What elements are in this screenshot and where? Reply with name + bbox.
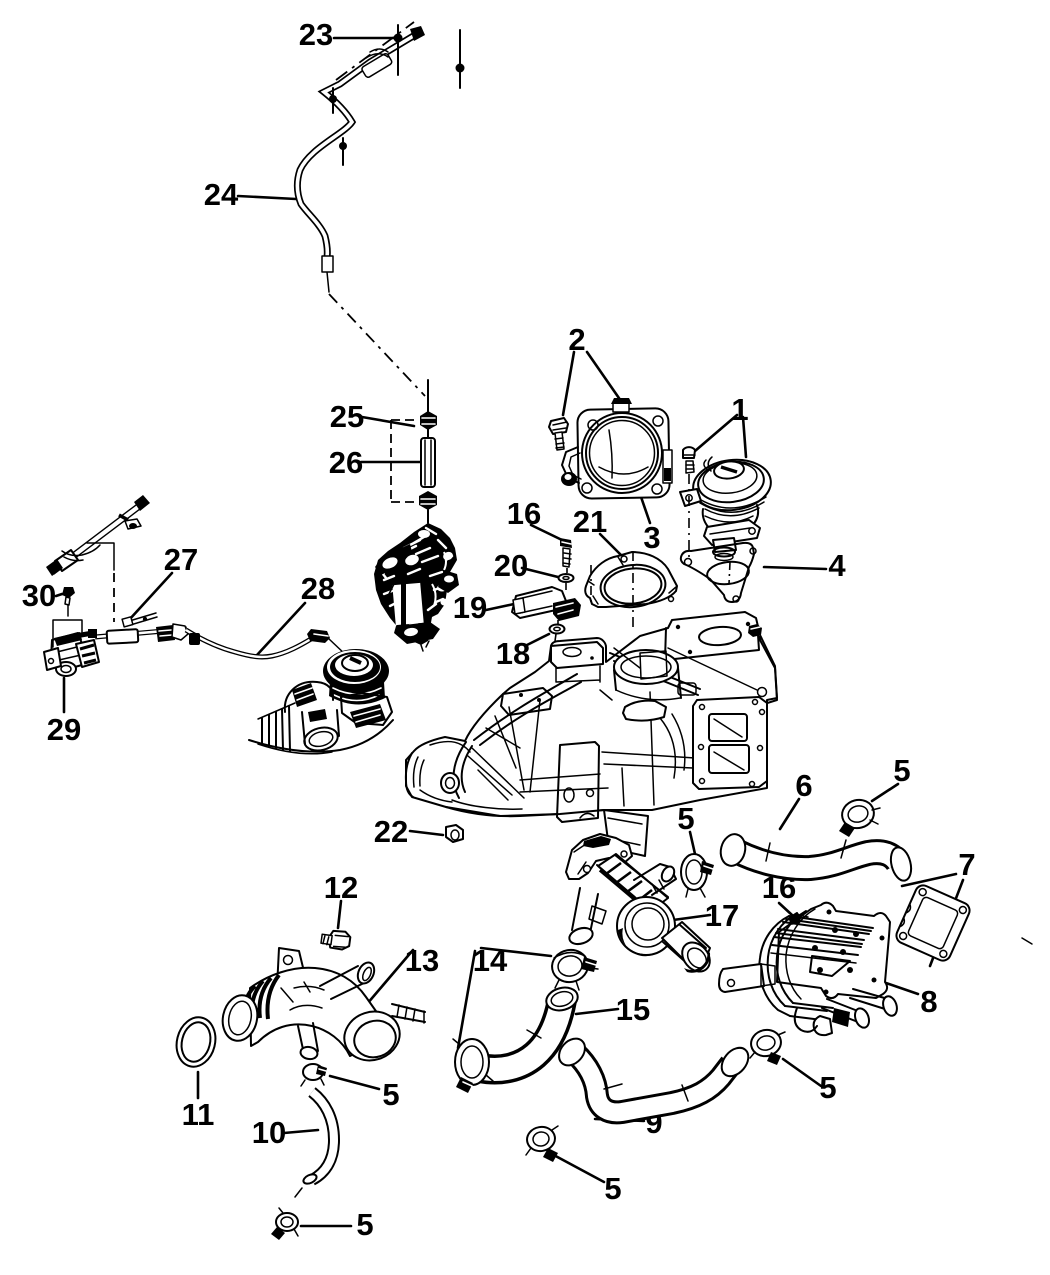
svg-text:13: 13 [405,943,439,978]
svg-text:12: 12 [324,870,358,905]
svg-text:5: 5 [893,753,910,788]
svg-text:27: 27 [164,542,198,577]
svg-text:20: 20 [494,548,528,583]
svg-text:10: 10 [252,1115,286,1150]
svg-text:28: 28 [301,571,335,606]
svg-text:7: 7 [958,847,975,882]
svg-text:6: 6 [795,768,812,803]
svg-text:18: 18 [496,636,530,671]
svg-text:4: 4 [828,548,846,583]
svg-text:24: 24 [204,177,239,212]
svg-text:2: 2 [568,322,585,357]
svg-text:22: 22 [374,814,408,849]
svg-text:11: 11 [182,1097,215,1132]
svg-text:3: 3 [643,520,660,555]
svg-text:5: 5 [356,1207,373,1242]
svg-text:5: 5 [382,1077,399,1112]
svg-text:15: 15 [616,992,650,1027]
svg-text:5: 5 [604,1171,621,1206]
svg-text:5: 5 [677,801,694,836]
svg-text:16: 16 [507,496,541,531]
svg-text:21: 21 [573,504,607,539]
svg-text:26: 26 [329,445,363,480]
svg-text:25: 25 [330,399,364,434]
svg-text:23: 23 [299,17,333,52]
svg-text:8: 8 [920,984,937,1019]
svg-text:19: 19 [453,590,487,625]
svg-text:29: 29 [47,712,81,747]
svg-text:5: 5 [819,1070,836,1105]
svg-text:1: 1 [731,392,748,427]
svg-text:30: 30 [22,578,56,613]
